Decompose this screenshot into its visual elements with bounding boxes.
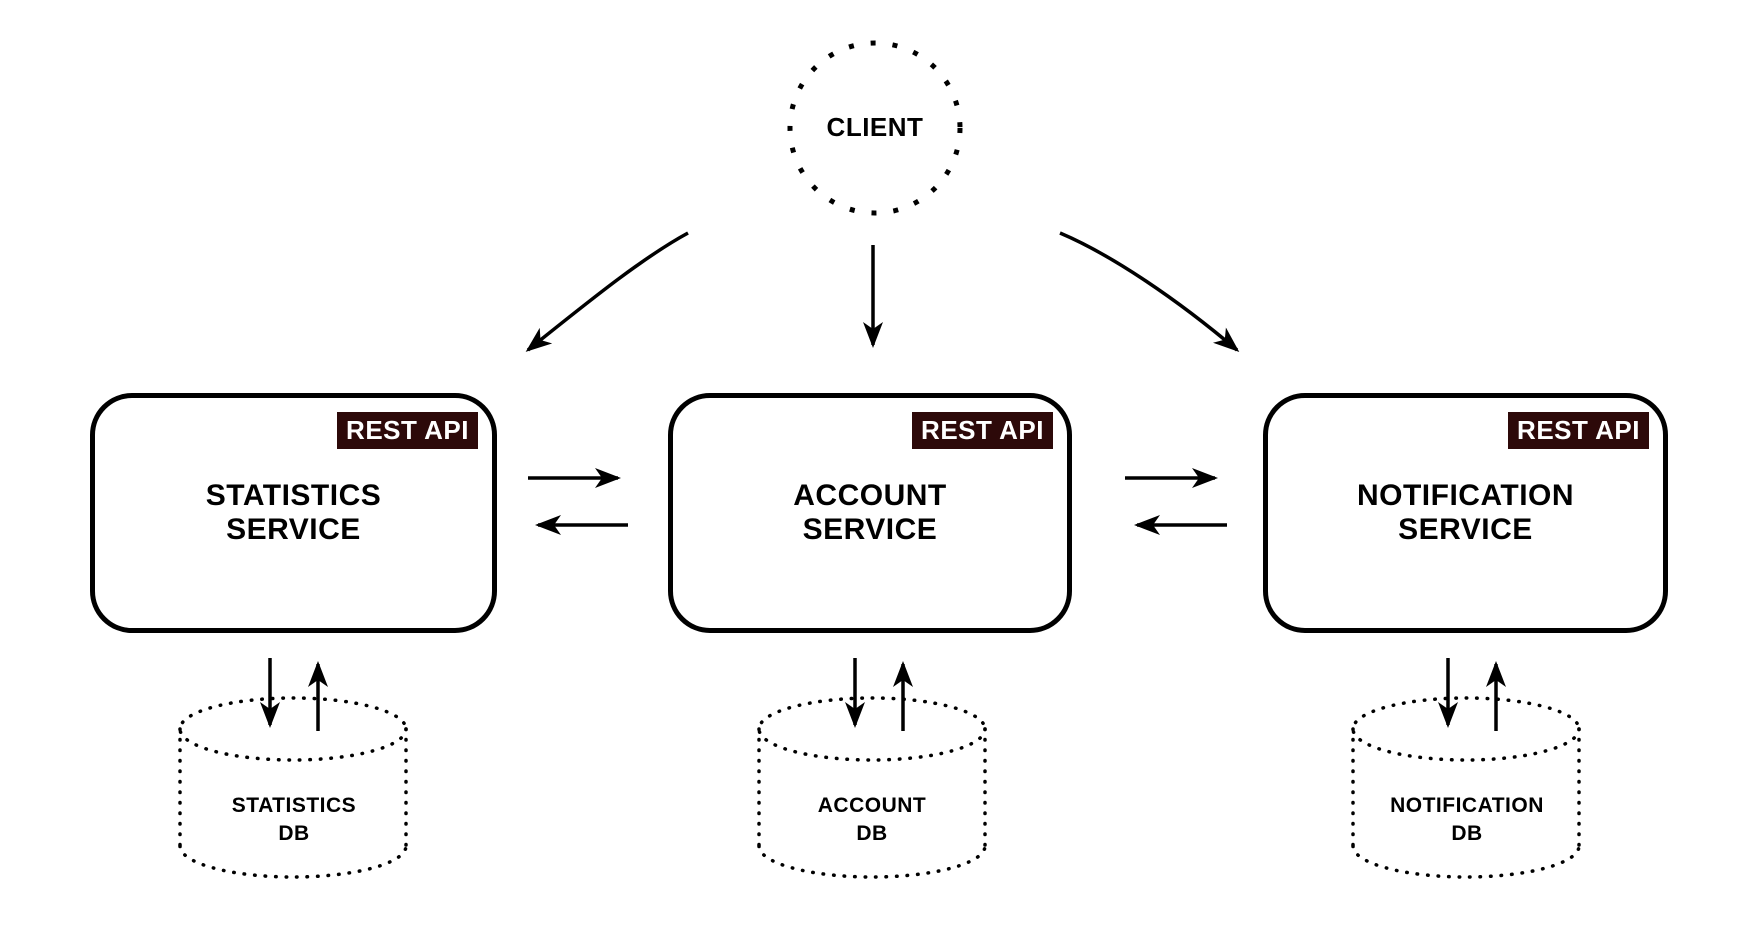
account-db-name-line2: DB xyxy=(856,822,888,845)
service-box-statistics: REST API STATISTICS SERVICE xyxy=(90,393,497,633)
notification-service-label: NOTIFICATION SERVICE xyxy=(1357,479,1574,547)
statistics-db-arrows xyxy=(260,658,328,731)
rest-api-badge: REST API xyxy=(912,412,1053,449)
account-service-name-line1: ACCOUNT xyxy=(793,479,947,512)
notification-service-name-line2: SERVICE xyxy=(1398,513,1533,546)
account-service-label: ACCOUNT SERVICE xyxy=(793,479,947,547)
notification-db-name-line1: NOTIFICATION xyxy=(1390,794,1544,817)
statistics-db-name-line1: STATISTICS xyxy=(231,794,357,817)
client-label: CLIENT xyxy=(826,112,924,142)
account-db-name-line1: ACCOUNT xyxy=(817,794,927,817)
notification-db-label: NOTIFICATION DB xyxy=(1347,792,1587,848)
statistics-service-label: STATISTICS SERVICE xyxy=(206,479,382,547)
rest-api-badge: REST API xyxy=(1508,412,1649,449)
service-box-account: REST API ACCOUNT SERVICE xyxy=(668,393,1072,633)
statistics-service-name-line1: STATISTICS xyxy=(205,479,382,512)
account-db-arrows xyxy=(845,658,913,731)
rest-api-badge: REST API xyxy=(337,412,478,449)
notification-service-name-line1: NOTIFICATION xyxy=(1356,479,1575,512)
statistics-service-name-line2: SERVICE xyxy=(226,513,361,546)
statistics-db-name-line2: DB xyxy=(278,822,310,845)
notification-db-cylinder xyxy=(1351,696,1581,879)
client-circle xyxy=(787,40,963,216)
notification-db-name-line2: DB xyxy=(1451,822,1483,845)
service-box-notification: REST API NOTIFICATION SERVICE xyxy=(1263,393,1668,633)
statistics-db-cylinder xyxy=(178,696,408,879)
account-db-cylinder xyxy=(757,696,987,879)
statistics-db-label: STATISTICS DB xyxy=(174,792,414,848)
account-db-label: ACCOUNT DB xyxy=(752,792,992,848)
arrow-client-to-statistics xyxy=(525,231,689,352)
notification-db-arrows xyxy=(1438,658,1506,731)
account-service-name-line2: SERVICE xyxy=(802,513,938,546)
arrow-client-to-notification xyxy=(1059,231,1240,352)
